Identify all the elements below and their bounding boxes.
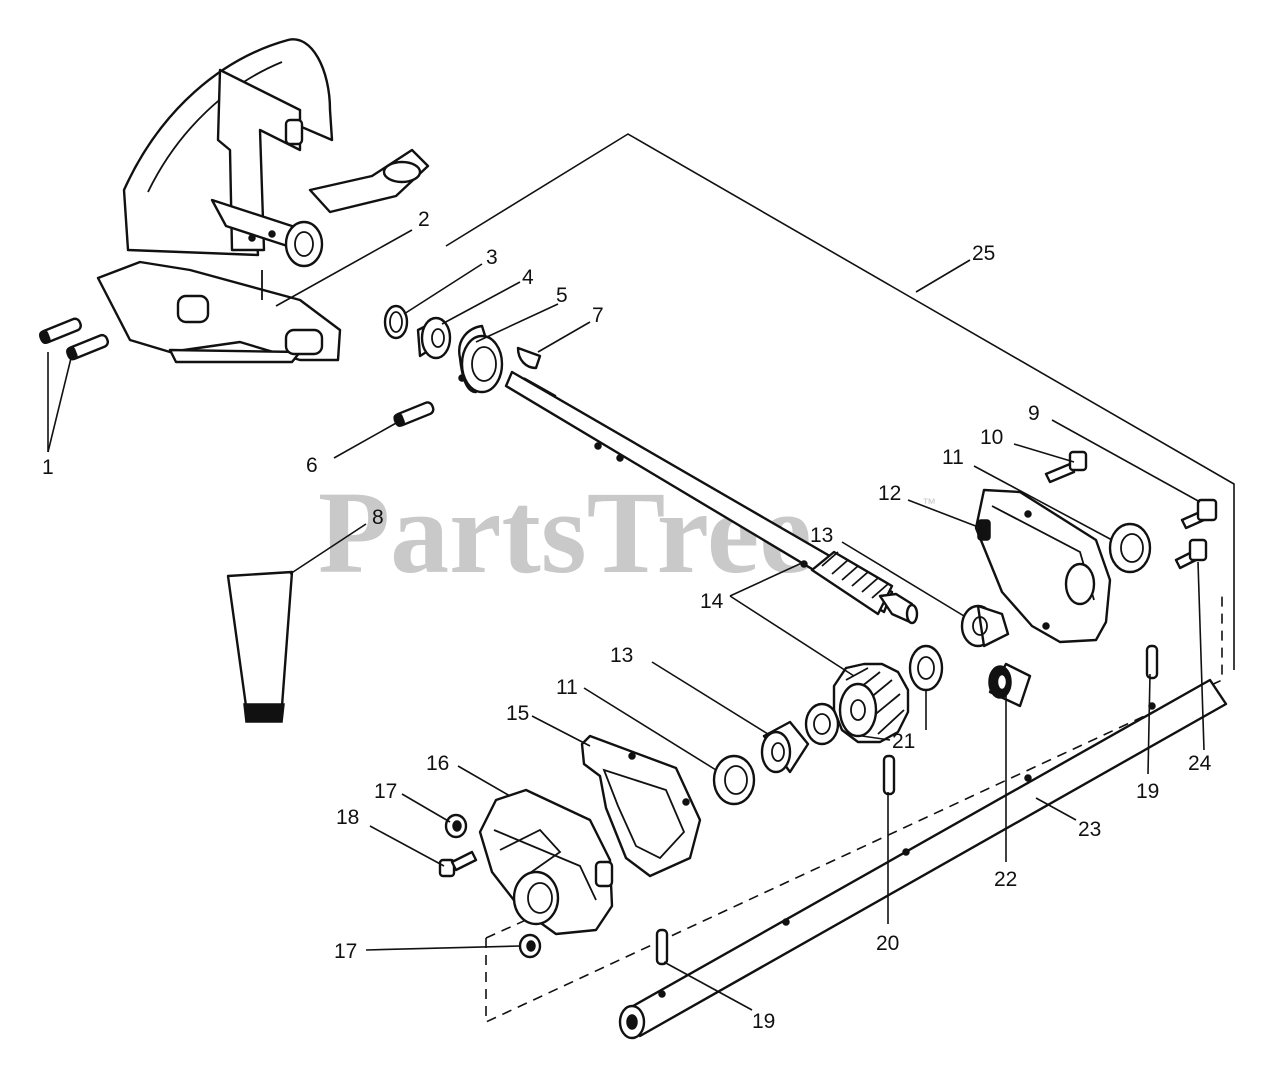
callout-1: 1 (42, 456, 54, 479)
callout-19-left: 19 (752, 1010, 775, 1033)
callout-6: 6 (306, 454, 318, 477)
assembly-bracket-25 (445, 133, 1235, 670)
callout-13-upper: 13 (810, 524, 833, 547)
callout-2: 2 (418, 208, 430, 231)
callout-15: 15 (506, 702, 529, 725)
shear-pins (38, 317, 110, 361)
callout-7: 7 (592, 304, 604, 327)
nut-upper (444, 813, 468, 839)
callout-5: 5 (556, 284, 568, 307)
callout-17-upper: 17 (374, 780, 397, 803)
callout-13-lower: 13 (610, 644, 633, 667)
callout-20: 20 (876, 932, 899, 955)
bushing-22 (988, 662, 1032, 708)
callout-17-lower: 17 (334, 940, 357, 963)
gearbox-half-left (478, 788, 614, 936)
callout-23: 23 (1078, 818, 1101, 841)
callout-9: 9 (1028, 402, 1040, 425)
grease-tube (226, 570, 294, 723)
screw-10 (1044, 450, 1088, 484)
worm-gear (832, 662, 910, 744)
auger-shaft-worm (504, 370, 919, 625)
bearing-left (712, 754, 756, 806)
thrust-washer-upper (908, 644, 944, 692)
roll-pin-19-right (1145, 644, 1159, 680)
callout-11-left: 11 (556, 676, 578, 699)
callout-4: 4 (522, 266, 534, 289)
roll-pin-20 (882, 754, 896, 796)
bearing-right (1108, 522, 1152, 574)
watermark-text: PartsTree (318, 467, 812, 598)
callout-21: 21 (892, 730, 915, 753)
callout-22: 22 (994, 868, 1017, 891)
roll-pin-19-left (655, 928, 669, 966)
gasket (580, 734, 702, 878)
ball-bearing (458, 324, 504, 394)
callout-25: 25 (972, 242, 995, 265)
nut-lower (518, 933, 542, 959)
callout-14: 14 (700, 590, 724, 613)
screw-9 (1180, 498, 1218, 530)
dashed-assembly-outline (485, 594, 1223, 1024)
flange-bushing-upper (960, 604, 1010, 648)
screw-24 (1174, 538, 1208, 570)
callout-18: 18 (336, 806, 359, 829)
callout-10: 10 (980, 426, 1003, 449)
leader-lines (47, 229, 1205, 1011)
auger-housing-frame (96, 38, 430, 364)
woodruff-key (516, 346, 542, 370)
callout-3: 3 (486, 246, 498, 269)
gearbox-half-right (974, 488, 1112, 644)
retaining-ring (383, 304, 409, 340)
thrust-washer-lower (804, 702, 840, 746)
axle-shaft (618, 678, 1228, 1040)
callout-19-right: 19 (1136, 780, 1159, 803)
callout-12: 12 (878, 482, 901, 505)
callout-8: 8 (372, 506, 384, 529)
flange-bushing-lower (760, 720, 810, 774)
callout-16: 16 (426, 752, 449, 775)
callout-24: 24 (1188, 752, 1212, 775)
screw-18 (438, 850, 478, 878)
callout-11-right: 11 (942, 446, 964, 469)
roll-pin (393, 401, 435, 427)
callout-labels: 1 2 3 4 5 6 7 8 9 10 11 11 12 13 13 14 1… (42, 208, 1212, 1033)
flange-bushing (416, 316, 452, 360)
